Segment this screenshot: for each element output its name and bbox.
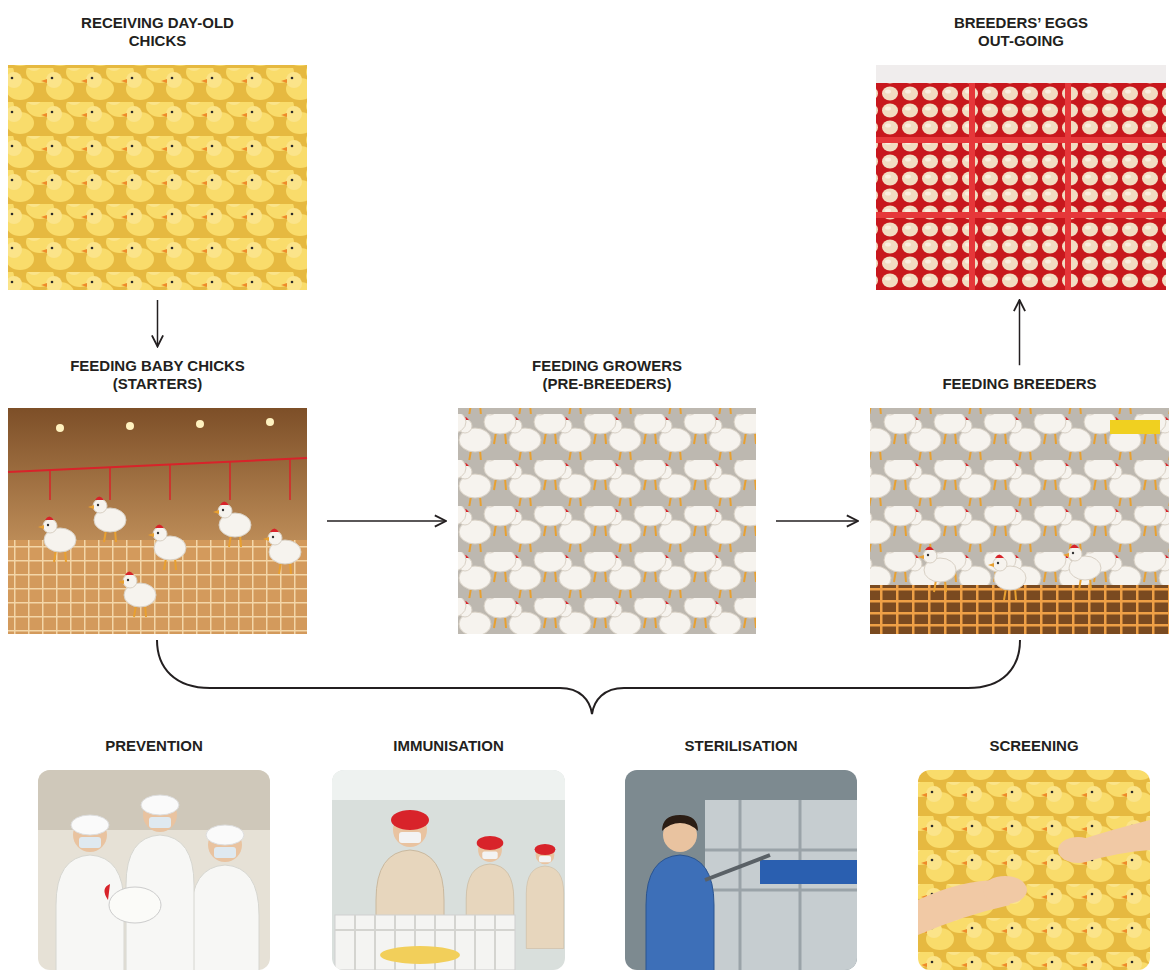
stage-heading: PREVENTION [41, 737, 267, 756]
sterilisation-photo [625, 770, 857, 970]
barn-photo [8, 408, 307, 634]
screening-photo [918, 770, 1150, 970]
flow-arrow [327, 520, 446, 522]
photo-area [38, 770, 270, 970]
stage-heading: IMMUNISATION [336, 737, 562, 756]
prevention-photo [38, 770, 270, 970]
stage-heading: FEEDING BREEDERS [910, 375, 1130, 394]
stage-box: FEEDING BABY CHICKS (STARTERS) [8, 357, 307, 635]
control-box: SCREENING [918, 737, 1150, 970]
control-box: IMMUNISATION [332, 737, 565, 970]
photo-area [870, 408, 1169, 634]
stage-box: BREEDERS’ EGGS OUT-GOING [876, 14, 1166, 291]
flow-arrow [776, 520, 858, 522]
photo-area [625, 770, 857, 970]
eggs-photo [876, 65, 1166, 290]
stage-box: FEEDING BREEDERS [870, 375, 1169, 634]
immunisation-photo [332, 770, 565, 970]
stage-heading: FEEDING GROWERS (PRE-BREEDERS) [517, 357, 697, 395]
stage-heading: BREEDERS’ EGGS OUT-GOING [941, 14, 1101, 52]
photo-area [918, 770, 1150, 970]
control-box: STERILISATION [625, 737, 857, 970]
photo-area [8, 408, 307, 634]
breeders-photo [870, 408, 1169, 634]
chicks-photo [8, 65, 307, 290]
photo-area [458, 408, 756, 634]
stage-box: FEEDING GROWERS (PRE-BREEDERS) [458, 357, 756, 635]
stage-heading: FEEDING BABY CHICKS (STARTERS) [68, 357, 248, 395]
photo-area [876, 65, 1166, 290]
grouping-brace [157, 640, 1020, 714]
stage-heading: RECEIVING DAY-OLD CHICKS [78, 14, 238, 52]
stage-heading: SCREENING [921, 737, 1147, 756]
control-box: PREVENTION [38, 737, 270, 970]
stage-heading: STERILISATION [628, 737, 854, 756]
flow-arrow [1019, 300, 1021, 365]
photo-area [8, 65, 307, 290]
photo-area [332, 770, 565, 970]
flow-arrow [157, 300, 159, 347]
growers-photo [458, 408, 756, 634]
stage-box: RECEIVING DAY-OLD CHICKS [8, 14, 307, 291]
